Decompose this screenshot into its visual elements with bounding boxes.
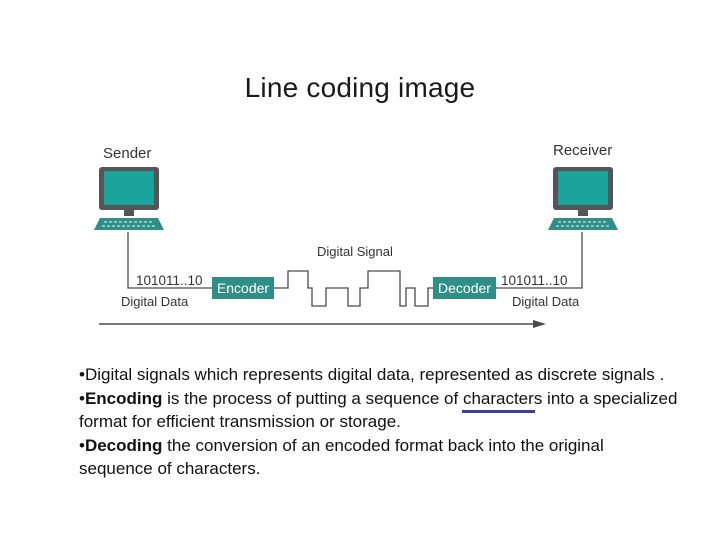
- encoder-box: Encoder: [212, 277, 274, 299]
- decoding-term: Decoding: [84, 435, 163, 455]
- bullet-2-rest: s into a specialized format for efficien…: [79, 388, 678, 432]
- sender-bits: 101011..10: [136, 273, 203, 288]
- line-coding-diagram: Sender Receiver Enco: [90, 138, 630, 338]
- bullet-encoding: •Encoding is the process of putting a se…: [79, 387, 679, 434]
- receiver-bits: 101011..10: [501, 273, 568, 288]
- slide-title: Line coding image: [244, 72, 476, 103]
- characters-link[interactable]: character: [461, 387, 535, 413]
- sender-computer-icon: [94, 167, 164, 230]
- bullet-3-text: the conversion of an encoded format back…: [79, 435, 604, 479]
- sender-digital-data-label: Digital Data: [121, 294, 189, 309]
- bullet-digital-signals: •Digital signals which represents digita…: [79, 363, 679, 387]
- receiver-digital-data-label: Digital Data: [512, 294, 580, 309]
- receiver-computer-icon: [548, 167, 618, 230]
- encoding-term: Encoding: [84, 388, 163, 408]
- bullet-3-marker: •: [79, 435, 85, 455]
- digital-signal-label: Digital Signal: [317, 244, 393, 259]
- bullet-2-marker: •: [79, 388, 85, 408]
- bullet-list: •Digital signals which represents digita…: [79, 363, 679, 481]
- diagram-canvas: Sender Receiver Enco: [94, 142, 618, 328]
- encoder-label: Encoder: [217, 280, 269, 296]
- bullet-2-text: is the process of putting a sequence of: [162, 388, 463, 408]
- bullet-1-text: •Digital signals which represents digita…: [79, 365, 665, 384]
- decoder-label: Decoder: [438, 280, 491, 296]
- bullet-decoding: •Decoding the conversion of an encoded f…: [79, 434, 679, 481]
- direction-arrow: [99, 320, 546, 328]
- square-wave-signal: [274, 270, 433, 307]
- receiver-label: Receiver: [553, 142, 612, 159]
- connector-lines: [127, 232, 583, 289]
- decoder-box: Decoder: [433, 277, 496, 299]
- sender-label: Sender: [103, 145, 151, 162]
